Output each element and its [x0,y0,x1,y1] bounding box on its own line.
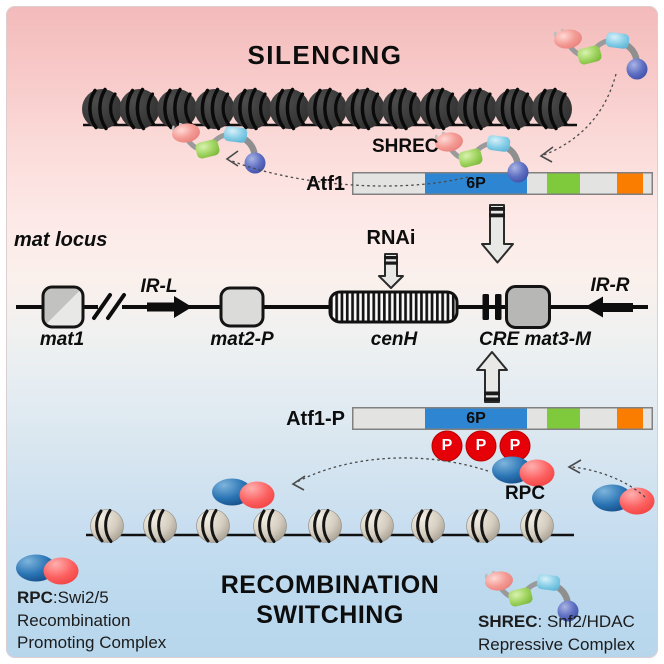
rnai-label: RNAi [366,227,416,249]
rpc-legend-definition: :Swi2/5 [52,588,109,607]
shrec-recruitment-arrow [539,73,617,163]
rpc-complex-icon [492,456,555,487]
euchromatin-nucleosome-icon [359,508,395,544]
atf1-6p-domain [425,172,527,195]
euchromatin-nucleosome-icon [465,508,501,544]
cre-site-bar [495,294,502,320]
rpc-label: RPC [504,483,546,504]
cre-site-bar [482,294,489,320]
heterochromatin-nucleosome-icon [380,87,424,131]
heterochromatin-nucleosome-icon [530,87,574,131]
shrec-spreading-arrow [225,150,469,187]
heterochromatin-nucleosome-icon [305,87,349,131]
mat3m-box [505,285,551,329]
phosphate-letter: P [475,437,487,454]
rpc-complex-icon [212,478,275,509]
rpc-legend-name: RPC [17,588,53,607]
rpc-legend: RPC:Swi2/5 Recombination Promoting Compl… [17,587,166,655]
atf1p-6p-label: 6P [466,410,486,427]
rpc-legend-line3: Promoting Complex [17,633,167,652]
heterochromatin-nucleosome-icon [117,87,162,131]
heterochromatin-array [80,87,577,131]
cre-mat3m-label: CRE mat3-M [479,329,591,350]
atf1p-green-domain [547,407,580,430]
mat2p-box [219,286,265,328]
rpc-legend-line1: RPC:Swi2/5 [17,587,166,610]
phosphate-badge-icon [431,430,463,462]
rpc-complex-icon [592,484,655,515]
shrec-legend: SHREC: Snf2/HDAC Repressive Complex [478,611,635,656]
ir-l-label: IR-L [140,276,178,297]
atf1-label: Atf1 [306,173,345,195]
euchromatin-nucleosome-icon [519,508,555,544]
switching-title: RECOMBINATION SWITCHING [210,570,450,630]
atf1p-orange-domain [617,407,643,430]
rpc-spreading-arrow [291,457,489,491]
mat1-label: mat1 [39,329,85,350]
phosphate-letter: P [441,437,453,454]
cenh-label: cenH [370,329,418,350]
phosphate-badge-icon [465,430,497,462]
heterochromatin-nucleosome-icon [267,87,312,131]
euchromatin-nucleosome-icon [252,508,288,544]
heterochromatin-nucleosome-icon [230,87,274,131]
heterochromatin-nucleosome-icon [455,87,499,131]
switching-title-line1: RECOMBINATION [220,571,440,599]
atf1-domain-bar [352,172,653,195]
atf1-green-domain [547,172,580,195]
cenh-box [328,290,459,324]
switching-title-line2: SWITCHING [256,601,404,629]
phosphate-badges [431,430,531,462]
euchromatin-array [86,508,574,544]
euchromatin-nucleosome-icon [307,508,343,544]
atf1-orange-domain [617,172,643,195]
locus-break-slash [92,293,112,320]
shrec-label: SHREC [372,136,439,157]
heterochromatin-nucleosome-icon [192,87,237,131]
atf1-6p-label: 6P [466,175,486,192]
heterochromatin-nucleosome-icon [155,87,199,131]
locus-break-slash [106,293,126,320]
silencing-title: SILENCING [247,40,403,70]
shrec-legend-name: SHREC [478,612,538,631]
euchromatin-nucleosome-icon [89,508,125,544]
euchromatin-nucleosome-icon [195,508,231,544]
ir-r-arrow [585,296,633,318]
heterochromatin-nucleosome-icon [80,87,124,131]
rpc-legend-line2: Recombination [17,610,131,630]
mat1-box [41,285,85,329]
euchromatin-nucleosome-icon [410,508,446,544]
heterochromatin-nucleosome-icon [417,87,462,131]
ir-r-label: IR-R [590,275,630,296]
shrec-legend-line2: Repressive Complex [478,634,635,654]
atf1p-domain-bar [352,407,653,430]
atf1p-label: Atf1-P [286,408,345,430]
atf1p-6p-domain [425,407,527,430]
heterochromatin-nucleosome-icon [342,87,387,131]
euchromatin-nucleosome-icon [142,508,178,544]
rpc-recruitment-arrow [567,459,646,498]
rnai-arrow [378,253,404,289]
mat2p-label: mat2-P [210,329,274,350]
mat-locus-map [16,285,648,329]
phosphate-letter: P [509,437,521,454]
shrec-legend-definition: : Snf2/HDAC [537,612,635,631]
heterochromatin-nucleosome-icon [492,87,537,131]
ir-l-arrow [147,296,192,318]
shrec-complex-icon [553,28,648,80]
mat-locus-label: mat locus [14,229,108,251]
atf1p-to-cre-arrow [476,351,508,403]
shrec-legend-line1: SHREC: Snf2/HDAC [478,611,635,634]
atf1-to-cre-arrow [481,204,514,264]
rpc-legend-icon [16,554,79,585]
